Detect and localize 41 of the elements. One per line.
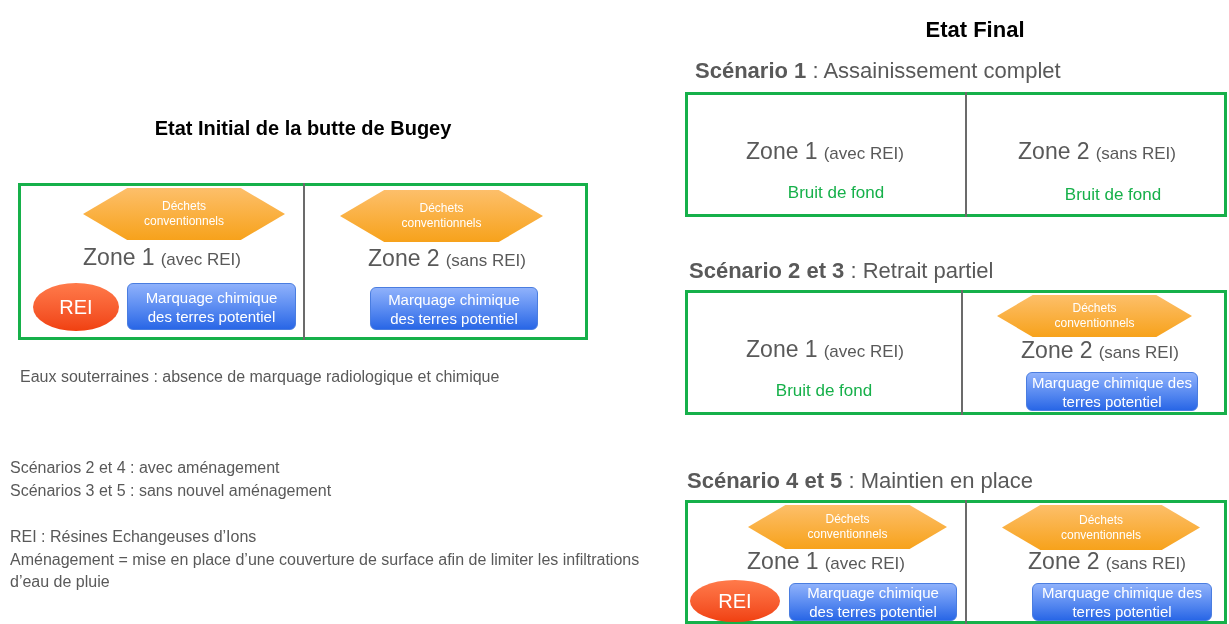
- rounded-tag: Marquage chimique des terres potentiel: [1026, 372, 1198, 411]
- zone-name: Zone 2: [1018, 140, 1090, 163]
- rounded-tag: Marquage chimique des terres potentiel: [1032, 583, 1212, 621]
- hexagon-label: Déchets conventionnels: [400, 201, 483, 231]
- zone-note: (sans REI): [445, 252, 526, 269]
- zone-note: (avec REI): [824, 555, 905, 572]
- background-level-label: Bruit de fond: [1064, 186, 1162, 203]
- scenario-heading: Scénario 1 : Assainissement complet: [695, 57, 1062, 85]
- note-text: Scénarios 3 et 5 : sans nouvel aménagement: [10, 481, 333, 501]
- diagram-title: Etat Final: [924, 16, 1026, 44]
- hexagon-label: Déchets conventionnels: [142, 199, 226, 229]
- scenario-heading: Scénario 4 et 5 : Maintien en place: [687, 467, 1035, 495]
- zone-note: (sans REI): [1098, 344, 1179, 361]
- note-text: Eaux souterraines : absence de marquage radiologique et chimique: [20, 367, 501, 387]
- zone-name: Zone 1: [746, 338, 818, 361]
- zone-note: (avec REI): [823, 145, 904, 162]
- oval-tag: REI: [690, 580, 780, 622]
- note-text: REI : Résines Echangeuses d’Ions: [10, 527, 258, 547]
- zone-name: Zone 2: [1028, 550, 1100, 573]
- note-text: Scénarios 2 et 4 : avec aménagement: [10, 458, 281, 478]
- rounded-tag: Marquage chimique des terres potentiel: [370, 287, 538, 330]
- panel-heading: Etat Initial de la butte de Bugey: [153, 116, 453, 141]
- note-text: Aménagement = mise en place d’une couverture de surface afin de limiter les infiltrations d’eau de pluie: [10, 550, 640, 592]
- zone-note: (sans REI): [1105, 555, 1186, 572]
- zone-name: Zone 2: [1021, 339, 1093, 362]
- zone-note: (avec REI): [160, 251, 241, 268]
- scenario-heading: Scénario 2 et 3 : Retrait partiel: [689, 257, 995, 285]
- background-level-label: Bruit de fond: [787, 184, 885, 201]
- oval-tag: REI: [33, 283, 119, 331]
- hexagon-label: Déchets conventionnels: [1059, 512, 1143, 543]
- zone-name: Zone 2: [368, 247, 440, 270]
- rounded-tag: Marquage chimique des terres potentiel: [789, 583, 957, 621]
- hexagon-label: Déchets conventionnels: [1053, 301, 1136, 331]
- zone-note: (sans REI): [1095, 145, 1176, 162]
- zone-name: Zone 1: [747, 550, 819, 573]
- hexagon-label: Déchets conventionnels: [806, 512, 889, 542]
- rounded-tag: Marquage chimique des terres potentiel: [127, 283, 296, 330]
- background-level-label: Bruit de fond: [775, 382, 873, 399]
- zone-name: Zone 1: [83, 246, 155, 269]
- zone-note: (avec REI): [823, 343, 904, 360]
- zone-name: Zone 1: [746, 140, 818, 163]
